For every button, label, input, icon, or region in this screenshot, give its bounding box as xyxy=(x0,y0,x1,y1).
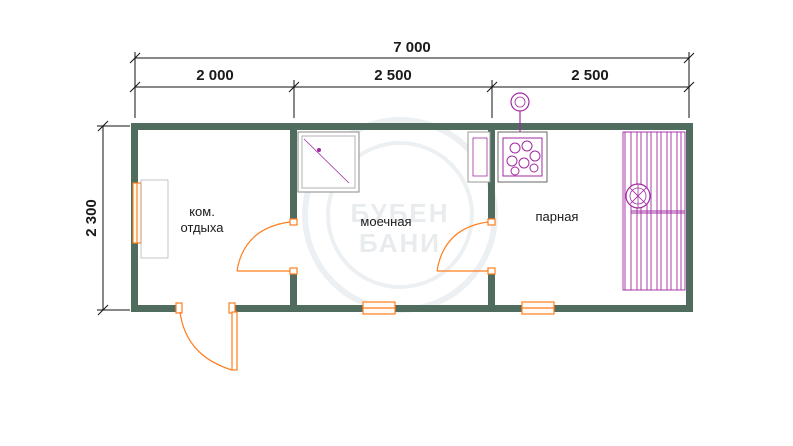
bucket-icon xyxy=(625,183,651,209)
watermark-line1: БУБЕН xyxy=(350,198,449,228)
room-label-steam-room: парная xyxy=(536,209,579,224)
interior-doors xyxy=(236,218,496,275)
dim-steam-room-width: 2 500 xyxy=(571,67,609,84)
entrance-door xyxy=(175,302,238,371)
dimension-lines xyxy=(97,52,695,316)
shower-tray xyxy=(297,131,360,193)
sauna-benches xyxy=(622,131,686,291)
windows xyxy=(132,179,555,315)
dim-total-width: 7 000 xyxy=(393,39,431,56)
dim-rest-room-width: 2 000 xyxy=(196,67,234,84)
sauna-stove xyxy=(467,92,548,183)
room-label-washroom: моечная xyxy=(360,214,411,229)
dim-washroom-width: 2 500 xyxy=(374,67,412,84)
room-label-rest-line1: ком. xyxy=(189,204,215,219)
dim-depth: 2 300 xyxy=(83,199,100,237)
room-label-rest-line2: отдыха xyxy=(181,220,225,235)
watermark-line2: БАНИ xyxy=(359,228,441,258)
